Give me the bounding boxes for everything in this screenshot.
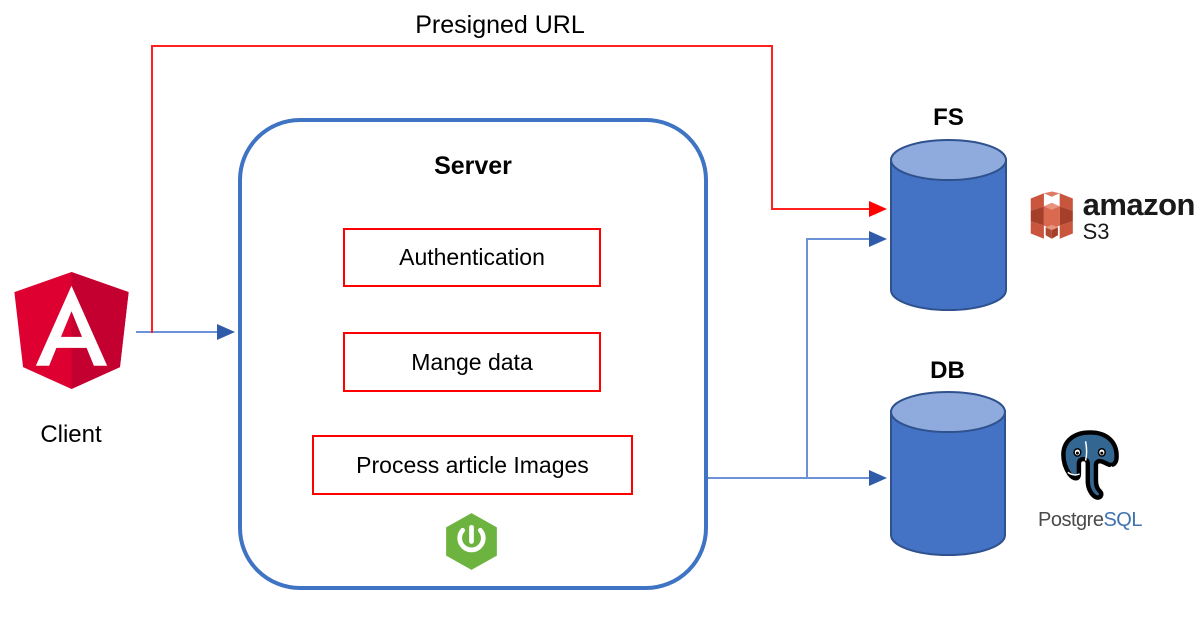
postgresql-wordmark-part2: SQL [1103, 509, 1142, 531]
service-box-process-article-images[interactable]: Process article Images [312, 435, 633, 495]
spring-boot-icon [446, 513, 497, 570]
client-label: Client [40, 421, 102, 448]
amazon-wordmark: amazon [1082, 187, 1196, 222]
amazon-s3-icon [1030, 191, 1073, 239]
angular-logo-icon [14, 272, 129, 389]
s3-wordmark: S3 [1082, 219, 1110, 244]
service-box-mange-data[interactable]: Mange data [343, 332, 601, 392]
postgresql-wordmark-part1: Postgre [1038, 509, 1104, 531]
service-box-authentication[interactable]: Authentication [343, 228, 601, 287]
server-title: Server [434, 152, 512, 180]
fs-cylinder-icon[interactable] [890, 139, 1007, 311]
postgresql-wordmark: PostgreSQL [1031, 509, 1149, 532]
db-label: DB [930, 357, 965, 384]
postgresql-logo: PostgreSQL [1031, 428, 1149, 536]
edge-server-to-fs [806, 231, 887, 478]
postgresql-elephant-icon [1061, 430, 1119, 500]
fs-label: FS [933, 104, 964, 131]
amazon-s3-logo: amazon S3 [1029, 185, 1196, 247]
db-cylinder-icon[interactable] [890, 391, 1006, 556]
presigned-url-label: Presigned URL [415, 11, 585, 39]
